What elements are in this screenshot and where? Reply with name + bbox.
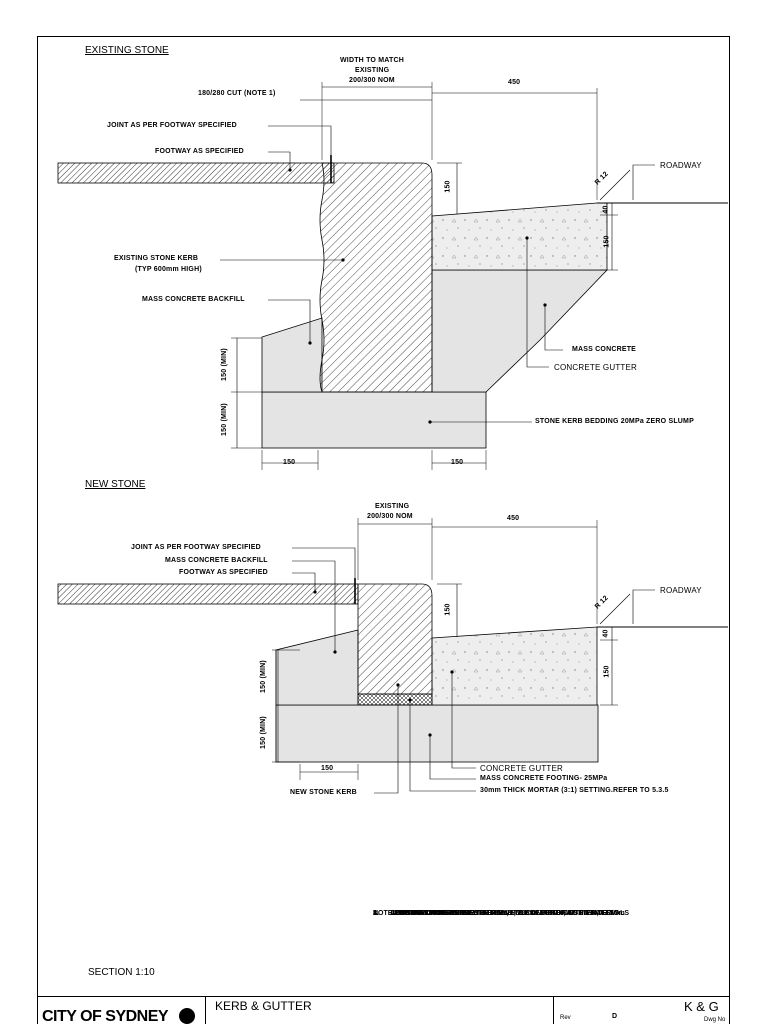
mass-concrete-block <box>431 269 608 393</box>
new-gutter-label: CONCRETE GUTTER <box>480 764 563 773</box>
note-line: CUTTING STONE KERB <box>373 910 470 917</box>
new-footway-label: FOOTWAY AS SPECIFIED <box>179 569 268 576</box>
note-line: - EXPANSION JOINT: WIDTH 15mm, FULL DEPT… <box>373 910 625 917</box>
note-line: INTERVALS <box>373 910 434 917</box>
dim-450-label: 450 <box>508 79 521 86</box>
new-footway-hatch <box>57 583 359 605</box>
new-existing-label: EXISTING <box>375 503 410 510</box>
bedding-block <box>261 391 487 449</box>
joint-label: JOINT AS PER FOOTWAY SPECIFIED <box>107 122 237 129</box>
footway-label: FOOTWAY AS SPECIFIED <box>155 148 244 155</box>
note-line: 1. CONSULT CITY'S REPRESENTATIVE TO CONF… <box>373 910 620 917</box>
gutter-block <box>431 202 608 271</box>
drawing-code: K & G <box>684 999 719 1014</box>
dim-200-300-label: 200/300 NOM <box>349 77 395 84</box>
dim-150-min-2: 150 (MIN) <box>220 403 228 436</box>
new-dim-150-min-1: 150 (MIN) <box>259 660 267 693</box>
new-stone-heading: NEW STONE <box>85 479 146 490</box>
city-crest-icon <box>179 1008 195 1024</box>
new-roadway-label: ROADWAY <box>660 586 702 595</box>
new-dim-150-gutter: 150 <box>603 665 611 678</box>
note-line: - CONTRACTION JOINT: WIDTH 5mm, 20mm DEP… <box>373 910 630 917</box>
mass-concrete-label: MASS CONCRETE <box>572 346 637 353</box>
existing-kerb-label: EXISTING STONE KERB <box>114 255 199 262</box>
note-line: 3. JOINTS IN CONCRETE GUTTERS: <box>373 910 504 917</box>
mortar-label: 30mm THICK MORTAR (3:1) SETTING.REFER TO… <box>480 787 669 794</box>
dim-150-bottom-left: 150 <box>283 459 296 466</box>
mortar-bed <box>357 693 433 706</box>
drawing-title: KERB & GUTTER <box>215 999 312 1013</box>
existing-label-top: EXISTING <box>355 67 390 74</box>
new-dim-150-min-2: 150 (MIN) <box>259 716 267 749</box>
existing-stone-heading: EXISTING STONE <box>85 45 169 56</box>
roadway-label: ROADWAY <box>660 161 702 170</box>
existing-kerb-shape <box>319 162 433 393</box>
concrete-gutter-label: CONCRETE GUTTER <box>554 363 637 372</box>
title-block-rev-cell: Rev D K & G Dwg No <box>553 997 731 1024</box>
note-line: 2. ALL DIMENSIONS IN MILLIMETRES UNLESS … <box>373 910 612 917</box>
sheet-border <box>37 36 730 1024</box>
new-kerb-shape <box>357 583 433 695</box>
dwg-no-label: Dwg No <box>704 1017 726 1023</box>
footway-hatch <box>57 162 335 184</box>
dim-150-gutter-label: 150 <box>603 235 611 248</box>
new-joint-label: JOINT AS PER FOOTWAY SPECIFIED <box>131 544 261 551</box>
width-to-match-label: WIDTH TO MATCH <box>340 57 404 64</box>
bedding-label: STONE KERB BEDDING 20MPa ZERO SLUMP <box>535 418 694 425</box>
title-block-logo-cell: CITY OF SYDNEY <box>37 997 206 1024</box>
cut-label: 180/280 CUT (NOTE 1) <box>198 90 276 97</box>
backfill-label: MASS CONCRETE BACKFILL <box>142 296 245 303</box>
existing-stone-section <box>57 82 728 470</box>
new-stone-section <box>57 518 728 794</box>
dim-150-top-label: 150 <box>444 180 452 193</box>
rev-label: Rev <box>560 1015 571 1021</box>
footing-block <box>275 704 599 763</box>
new-dim-450: 450 <box>507 515 520 522</box>
new-backfill-label: MASS CONCRETE BACKFILL <box>165 557 268 564</box>
note-line: NOTE: <box>373 910 395 917</box>
new-backfill-block <box>275 629 359 706</box>
new-dim-150-top: 150 <box>444 603 452 616</box>
footing-label: MASS CONCRETE FOOTING- 25MPa <box>480 775 608 782</box>
city-logo-text: CITY OF SYDNEY <box>42 1008 169 1024</box>
new-kerb-label: NEW STONE KERB <box>290 789 357 796</box>
new-gutter-block <box>431 626 598 706</box>
backfill-block <box>261 317 323 393</box>
new-dim-40: 40 <box>602 629 610 638</box>
new-dim-150-bottom: 150 <box>321 765 334 772</box>
scale-label: SECTION 1:10 <box>88 967 155 978</box>
title-block: CITY OF SYDNEY KERB & GUTTER Rev D K & G… <box>37 996 730 1024</box>
dim-40-label: 40 <box>602 205 610 214</box>
existing-kerb-sublabel: (TYP 600mm HIGH) <box>135 266 202 273</box>
dim-150-min-1: 150 (MIN) <box>220 348 228 381</box>
new-dim-200-300: 200/300 NOM <box>367 513 413 520</box>
dim-150-bottom-right: 150 <box>451 459 464 466</box>
rev-value: D <box>612 1013 618 1020</box>
